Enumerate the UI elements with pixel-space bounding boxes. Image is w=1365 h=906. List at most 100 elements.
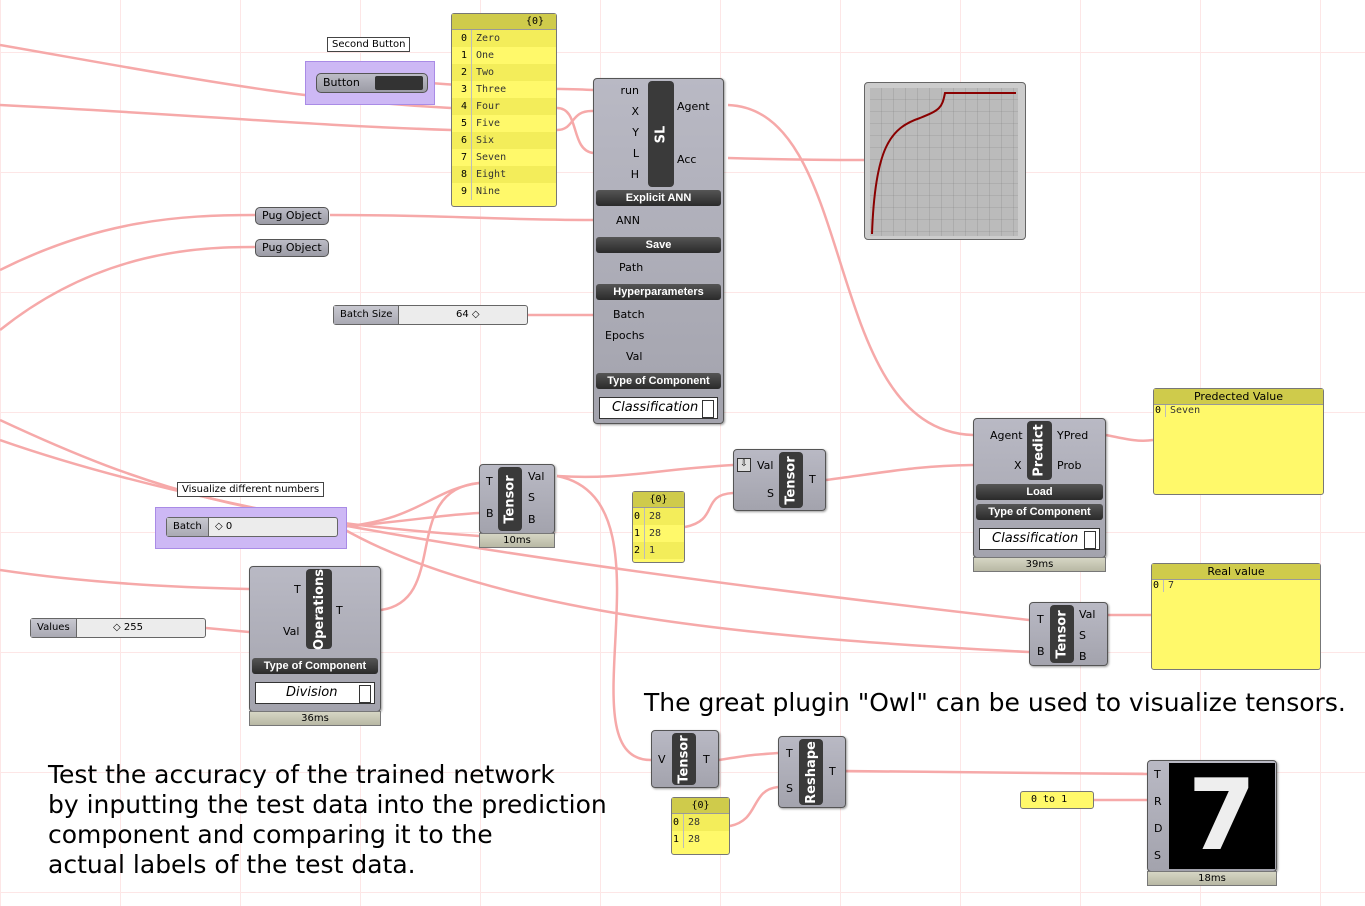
output-t: T: [809, 473, 816, 486]
button-face[interactable]: [375, 76, 423, 90]
input-ann: ANN: [616, 214, 640, 227]
image-viewer-component[interactable]: T R D S 7: [1147, 760, 1277, 872]
wire: [380, 481, 480, 612]
row-index: 0: [633, 508, 645, 525]
slider-label: Values: [31, 619, 77, 637]
test-note-line: actual labels of the test data.: [48, 850, 416, 879]
wire: [684, 491, 734, 529]
input-x: X: [1014, 459, 1022, 472]
value-tracker-graph[interactable]: [864, 82, 1026, 240]
tensor-component-4[interactable]: V Tensor T: [651, 730, 719, 788]
row-index: 0: [1154, 405, 1166, 417]
input-y: Y: [632, 126, 639, 139]
input-agent: Agent: [990, 429, 1023, 442]
wire: [339, 511, 480, 529]
input-t: T: [486, 475, 493, 488]
panel-row: 0 Zero: [452, 30, 556, 47]
operations-component[interactable]: Operations T Val T Type of Component Div…: [249, 566, 381, 712]
panel-header: Predected Value: [1154, 389, 1323, 405]
wire: [556, 109, 594, 132]
slider-value[interactable]: 64 ◇: [456, 309, 480, 320]
row-index: 1: [672, 831, 684, 848]
input-t: T: [1037, 613, 1044, 626]
input-x: X: [631, 105, 639, 118]
row-index: 4: [452, 98, 472, 115]
panel-row: 4 Four: [452, 98, 556, 115]
wire: [339, 525, 1030, 654]
input-s: S: [1154, 849, 1161, 862]
sl-title: SL: [648, 81, 674, 187]
input-t: T: [786, 747, 793, 760]
panel-header: {0}: [452, 14, 556, 30]
row-value: 28: [688, 817, 701, 828]
panel-header: Real value: [1152, 564, 1320, 580]
tensor-component-3[interactable]: Tensor T B Val S B: [1029, 602, 1108, 666]
output-prob: Prob: [1057, 459, 1082, 472]
wire: [718, 751, 779, 762]
row-value: Zero: [476, 33, 501, 44]
wire: [1105, 433, 1154, 443]
wire: [556, 106, 594, 155]
wire: [825, 463, 974, 482]
predict-title: Predict: [1027, 421, 1052, 480]
input-run: run: [620, 84, 639, 97]
tensor-title: Tensor: [672, 733, 696, 785]
row-value: 28: [688, 834, 701, 845]
bar-type-of-component: Type of Component: [252, 658, 378, 674]
row-value: Four: [476, 101, 501, 112]
row-index: 6: [452, 132, 472, 149]
type-dropdown[interactable]: Classification: [979, 528, 1100, 550]
input-t: T: [1154, 768, 1161, 781]
row-index: 1: [452, 47, 472, 64]
row-index: 2: [452, 64, 472, 81]
panel-header: {0}: [633, 492, 684, 508]
pug-object-1[interactable]: Pug Object: [255, 207, 329, 225]
slider-value[interactable]: ◇ 255: [113, 622, 143, 633]
output-t: T: [829, 765, 836, 778]
range-panel[interactable]: 0 to 1: [1020, 791, 1094, 809]
pug-object-2[interactable]: Pug Object: [255, 239, 329, 257]
owl-note: The great plugin "Owl" can be used to vi…: [644, 688, 1346, 717]
slider-value[interactable]: ◇ 0: [215, 521, 233, 532]
row-value: 28: [649, 511, 662, 522]
wire: [727, 103, 974, 437]
batch-slider[interactable]: Batch◇ 0: [166, 517, 338, 537]
bar-load: Load: [976, 484, 1103, 500]
test-note-line: by inputting the test data into the pred…: [48, 790, 607, 819]
type-dropdown[interactable]: Division: [255, 682, 375, 704]
predict-component[interactable]: Predict Agent X YPred Prob Load Type of …: [973, 418, 1106, 558]
tensor-component-1[interactable]: Tensor T B Val S B: [479, 464, 555, 534]
row-index: 0: [452, 30, 472, 47]
input-b: B: [1037, 645, 1045, 658]
reshape-component[interactable]: T S Reshape T: [778, 736, 846, 808]
tensor-component-2[interactable]: ⇩ Val S Tensor T: [733, 449, 826, 511]
accuracy-curve: [870, 88, 1018, 236]
wire: [845, 769, 1148, 776]
output-val: Val: [1079, 608, 1096, 621]
input-s: S: [786, 782, 793, 795]
panel-row: 1 28: [672, 831, 729, 848]
bar-explicit-ann: Explicit ANN: [596, 190, 721, 206]
tensor-title: Tensor: [779, 452, 803, 508]
input-path: Path: [619, 261, 644, 274]
test-note-line: Test the accuracy of the trained network: [48, 760, 555, 789]
type-dropdown[interactable]: Classification: [599, 397, 718, 419]
test-note: Test the accuracy of the trained network…: [48, 760, 607, 880]
button-component[interactable]: Button: [316, 73, 428, 93]
sl-component[interactable]: SL run X Y L H Agent Acc Explicit ANN AN…: [593, 78, 724, 424]
output-agent: Agent: [677, 100, 710, 113]
row-index: 0: [1152, 580, 1164, 592]
values-slider[interactable]: Values ◇ 255: [30, 618, 206, 638]
panel-header: {0}: [672, 798, 729, 814]
input-val: Val: [757, 459, 774, 472]
